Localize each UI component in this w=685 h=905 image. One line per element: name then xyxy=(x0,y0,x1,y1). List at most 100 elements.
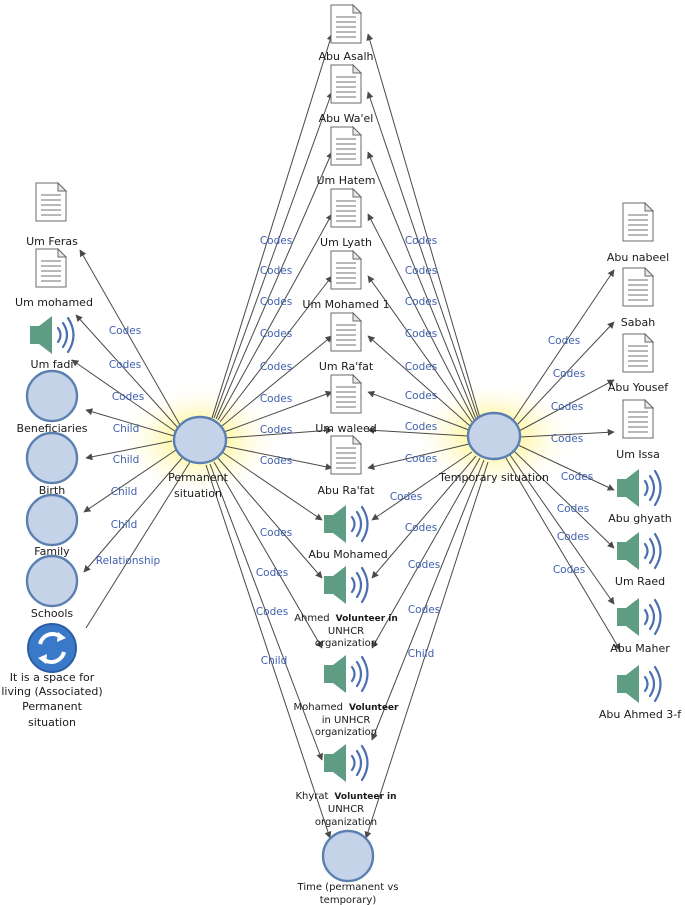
volunteer-name: Ahmed xyxy=(294,613,329,624)
speaker-audio-icon[interactable] xyxy=(615,663,662,705)
edge-label: Relationship xyxy=(96,555,161,567)
document-icon[interactable] xyxy=(35,248,67,288)
edge-label: Child xyxy=(111,519,138,531)
node-circle-icon[interactable] xyxy=(321,829,375,883)
node-label: UNHCR xyxy=(328,626,364,637)
document-icon[interactable] xyxy=(35,182,67,222)
edge-label: Codes xyxy=(260,328,292,340)
node-label: in UNHCR xyxy=(322,715,371,726)
edges xyxy=(71,33,621,839)
edge-label: Codes xyxy=(557,503,589,515)
node-label: temporary) xyxy=(320,895,377,905)
node-label: Abu Ra'fat xyxy=(317,484,375,497)
edge-label: Codes xyxy=(405,235,437,247)
edge-label: Codes xyxy=(260,235,292,247)
edge-label: Codes xyxy=(561,471,593,483)
node-circle-icon[interactable] xyxy=(25,554,79,608)
node-label: Abu Asalh xyxy=(319,50,374,63)
node-label: Um Ra'fat xyxy=(319,360,374,373)
node-label: Family xyxy=(34,545,70,558)
volunteer-name: Khyrat xyxy=(295,791,328,802)
cycle-arrows-icon[interactable] xyxy=(27,623,77,673)
edge-label: Child xyxy=(111,486,138,498)
edge-label: Codes xyxy=(260,265,292,277)
node-label: Um Issa xyxy=(616,448,660,461)
node-label: It is a space for xyxy=(10,671,95,684)
edge-label: Codes xyxy=(260,424,292,436)
edge-label: Codes xyxy=(260,527,292,539)
hub-label: Temporary situation xyxy=(438,471,549,484)
node-label: Um fadi xyxy=(31,358,74,371)
volunteer-tag: Volunteer in xyxy=(336,614,398,624)
node-label: Um Raed xyxy=(615,575,665,588)
node-label: Schools xyxy=(31,607,74,620)
edge-label: Codes xyxy=(109,325,141,337)
edge-label: Codes xyxy=(405,265,437,277)
edge-label: Codes xyxy=(557,531,589,543)
speaker-audio-icon[interactable] xyxy=(322,653,369,695)
document-icon[interactable] xyxy=(622,267,654,307)
edge-label: Codes xyxy=(112,391,144,403)
hub-temporary[interactable]: Temporary situation xyxy=(438,411,549,484)
node-label: Abu nabeel xyxy=(607,251,669,264)
hub-permanent[interactable]: Permanent situation xyxy=(168,415,229,500)
edge-label: Child xyxy=(408,648,435,660)
node-label: situation xyxy=(28,716,76,729)
node-label: Um Hatem xyxy=(316,174,375,187)
node-circle-icon[interactable] xyxy=(25,493,79,547)
node-label: living (Associated) xyxy=(1,685,102,698)
node-label: Birth xyxy=(39,484,65,497)
document-icon[interactable] xyxy=(330,126,362,166)
edge-label: Codes xyxy=(256,606,288,618)
document-icon[interactable] xyxy=(330,374,362,414)
edge-label: Codes xyxy=(548,335,580,347)
node-label: Abu ghyath xyxy=(608,512,671,525)
edge-label: Codes xyxy=(408,559,440,571)
edge-label: Codes xyxy=(256,567,288,579)
center-column: Abu Asalh Abu Wa'el Um Hatem Um Lyath Um… xyxy=(294,4,400,905)
edge-label: Codes xyxy=(551,401,583,413)
node-label: Beneficiaries xyxy=(17,422,88,435)
edge-label: Codes xyxy=(405,453,437,465)
speaker-audio-icon[interactable] xyxy=(615,596,662,638)
speaker-audio-icon[interactable] xyxy=(28,314,75,356)
edge-label: Codes xyxy=(390,491,422,503)
speaker-audio-icon[interactable] xyxy=(322,503,369,545)
edge-label: Codes xyxy=(260,455,292,467)
document-icon[interactable] xyxy=(622,399,654,439)
document-icon[interactable] xyxy=(330,4,362,44)
speaker-audio-icon[interactable] xyxy=(615,530,662,572)
edge-label: Codes xyxy=(405,361,437,373)
edge-label: Codes xyxy=(109,359,141,371)
edge-label: Codes xyxy=(260,296,292,308)
edge-label: Codes xyxy=(260,361,292,373)
node-circle-icon[interactable] xyxy=(25,369,79,423)
document-icon[interactable] xyxy=(330,188,362,228)
document-icon[interactable] xyxy=(330,64,362,104)
speaker-audio-icon[interactable] xyxy=(322,564,369,606)
node-label: organization xyxy=(315,638,377,649)
edge-label: Child xyxy=(113,454,140,466)
speaker-audio-icon[interactable] xyxy=(615,467,662,509)
right-column: Abu nabeel Sabah Abu Yousef Um Issa Abu … xyxy=(599,202,682,721)
node-label: Um Mohamed 1 xyxy=(302,298,389,311)
node-label: Um mohamed xyxy=(15,296,93,309)
edge-label: Codes xyxy=(553,368,585,380)
node-label: Khyrat Volunteer in xyxy=(295,786,396,803)
edge-label: Codes xyxy=(405,522,437,534)
node-label: Mohamed Volunteer xyxy=(294,697,400,714)
node-label: Abu Ahmed 3-f xyxy=(599,708,682,721)
document-icon[interactable] xyxy=(330,435,362,475)
node-circle-icon[interactable] xyxy=(172,415,228,465)
edge-label: Codes xyxy=(260,393,292,405)
document-icon[interactable] xyxy=(622,333,654,373)
speaker-audio-icon[interactable] xyxy=(322,742,369,784)
document-icon[interactable] xyxy=(330,250,362,290)
document-icon[interactable] xyxy=(622,202,654,242)
document-icon[interactable] xyxy=(330,312,362,352)
node-circle-icon[interactable] xyxy=(466,411,522,461)
hub-label: situation xyxy=(174,487,222,500)
node-circle-icon[interactable] xyxy=(25,431,79,485)
node-label: Abu Yousef xyxy=(608,381,669,394)
left-column: Um Feras Um mohamed Um fadi Beneficiarie… xyxy=(1,182,103,729)
